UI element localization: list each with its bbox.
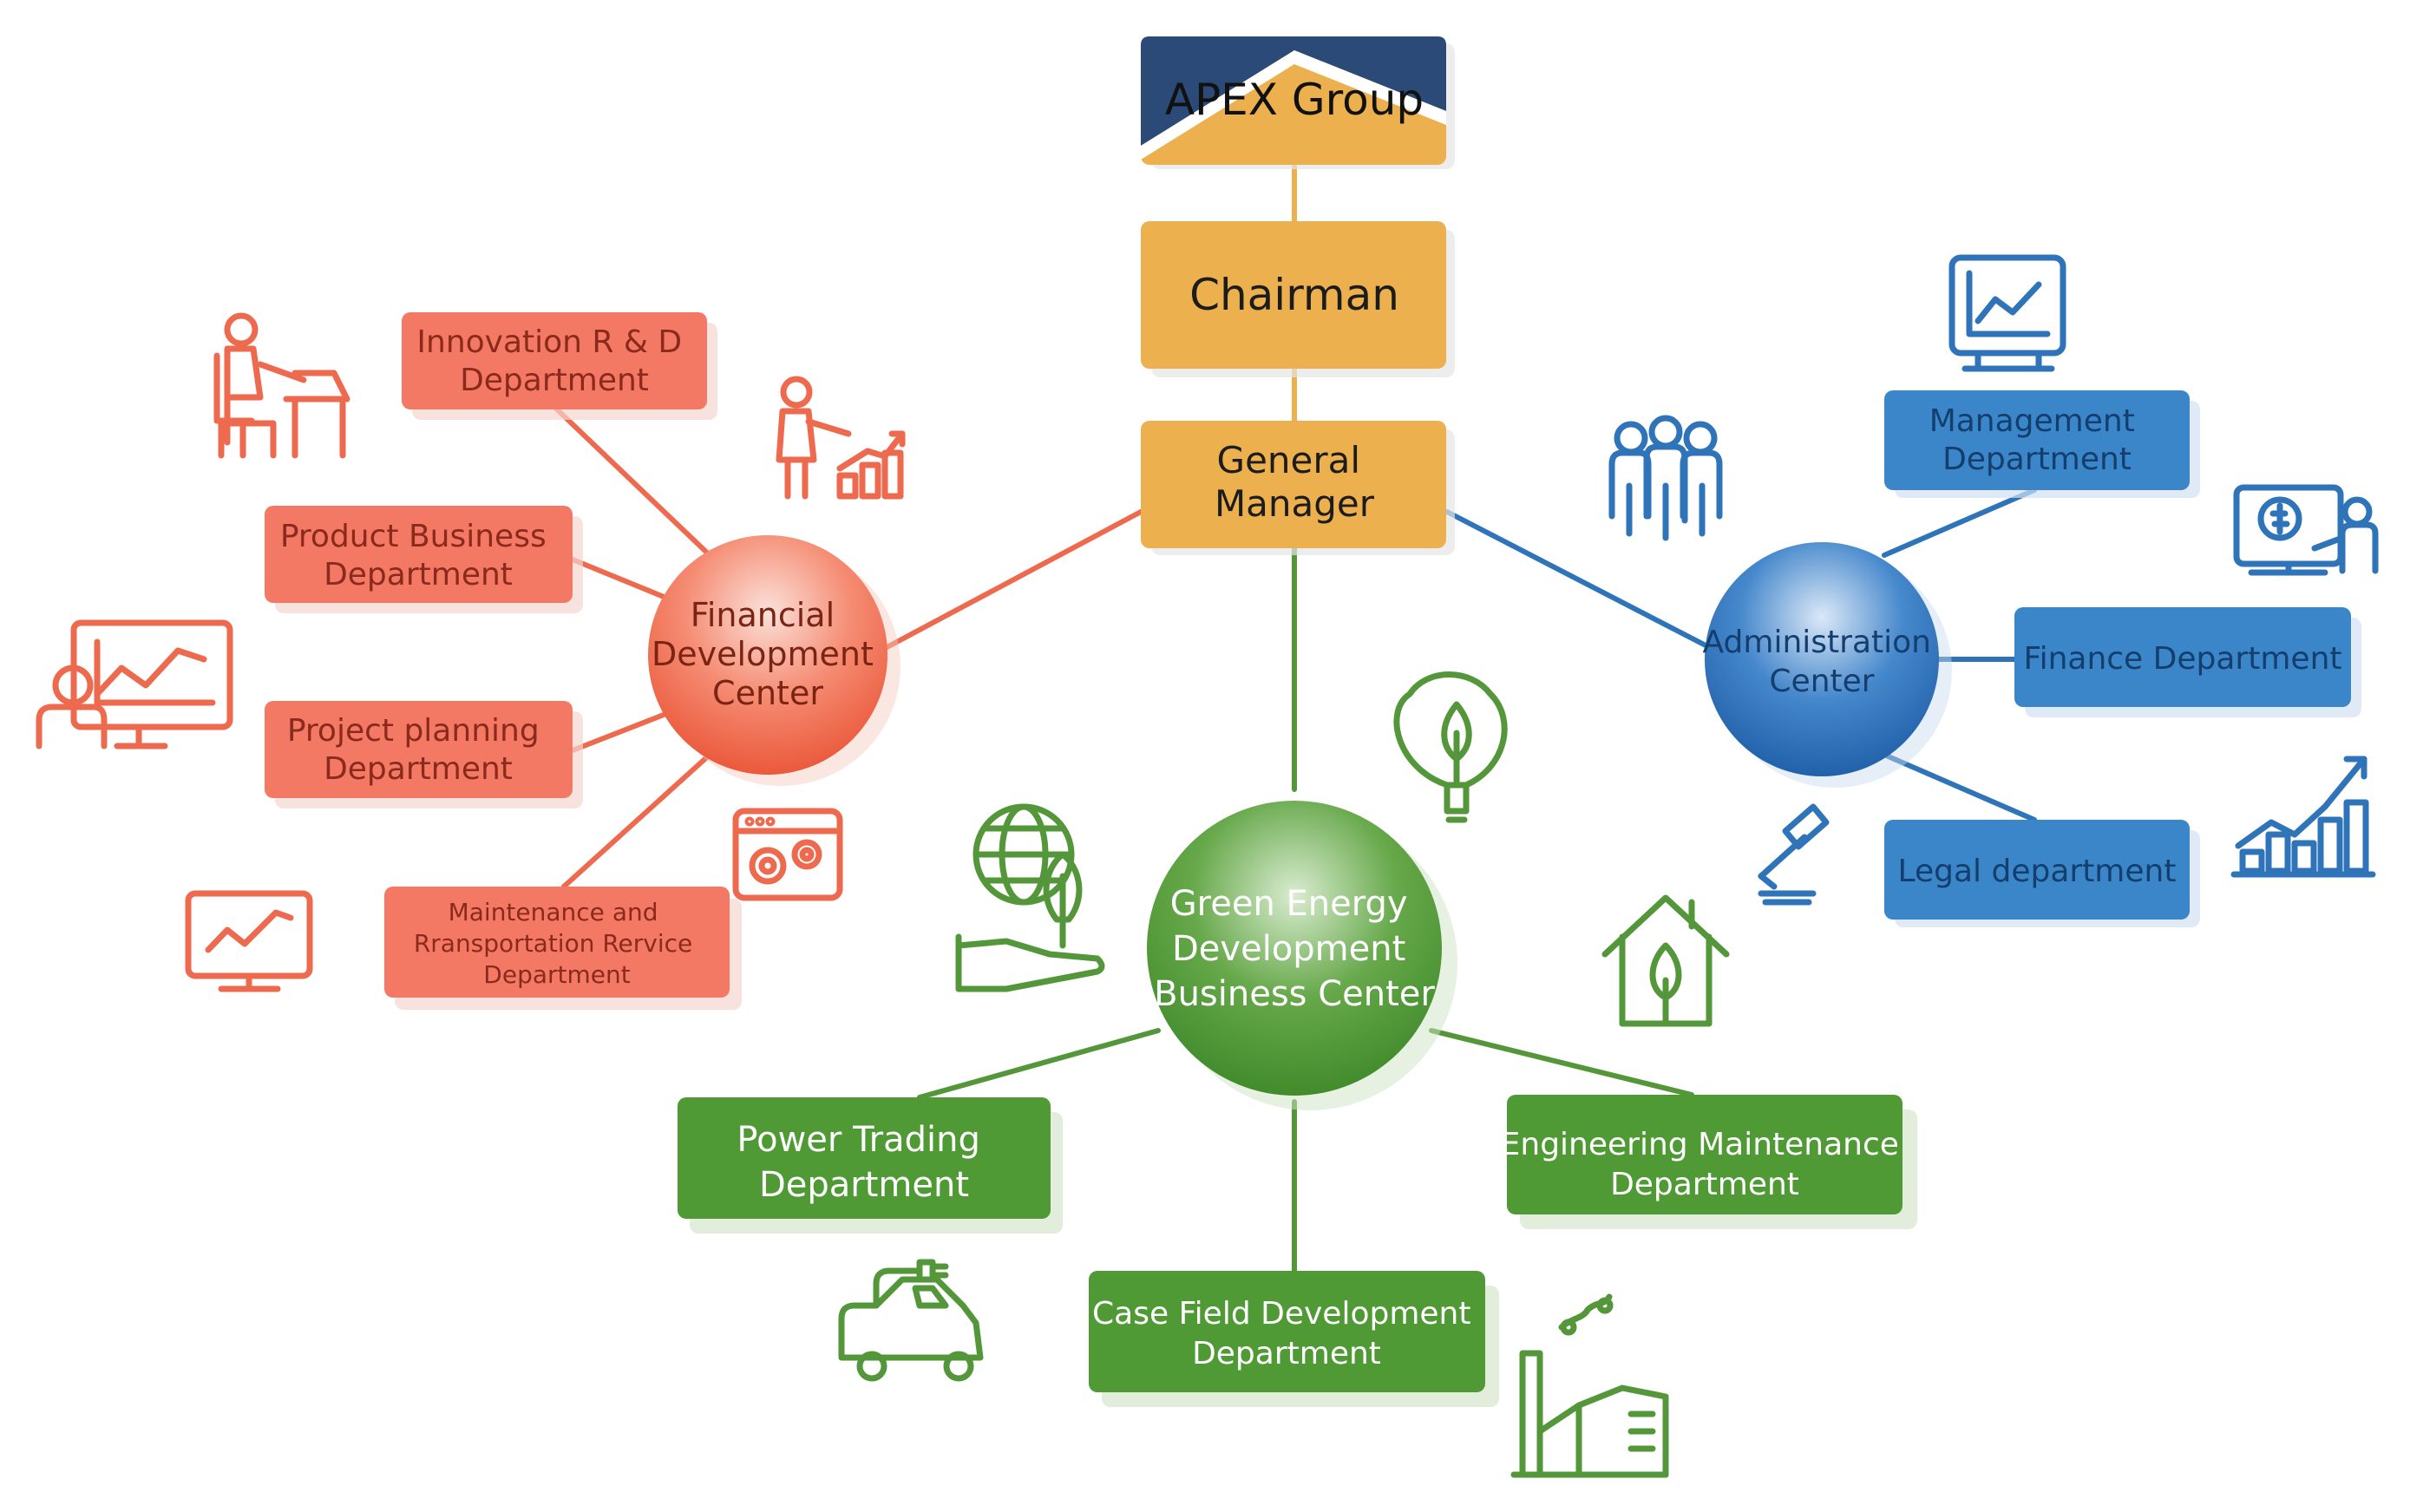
svg-text:Power Trading Department: Power Trading Department [737,1120,991,1205]
factory-icon [1510,1293,1669,1478]
svg-text:Project planning Departm: Project planning Department [287,713,549,787]
svg-text:Maintenance and Rranspor: Maintenance and Rransportation Rervice D… [414,898,700,989]
svg-text:Finance Department: Finance Department [2023,641,2341,677]
connector-green-engineering [1429,1028,1694,1097]
electric-car-icon [838,1259,984,1382]
general-manager-box: General Manager [1141,421,1455,555]
connector-gm-financial [878,509,1143,653]
team-icon [1608,415,1723,541]
connector-fin-product [570,557,671,601]
administration-center-circle: Administration Center [1703,542,1952,788]
administration-center-label: Administration Center [1703,625,1942,699]
globe-hand-icon [955,803,1105,992]
legal-department: Legal department [1884,820,2200,927]
connector-admin-legal [1882,752,2037,822]
finance-department: Finance Department [2014,607,2361,717]
product-business-department: Product Business Department [265,506,583,613]
power-trading-department: Power Trading Department [678,1097,1063,1234]
svg-text:Case Field Development D: Case Field Development Department [1092,1296,1481,1371]
presentation-board-icon [36,619,233,749]
gears-window-icon [732,808,843,901]
connector-admin-management [1882,488,2037,558]
gavel-icon [1758,803,1830,906]
engineering-maintenance-department: Engineering Maintenance Department [1501,1095,1917,1229]
financial-center-label: Financial Development Center [652,596,884,712]
svg-text:Product Business Departm: Product Business Department [280,519,556,592]
connectors [553,162,2037,1273]
board-chart-icon [1948,254,2066,372]
financial-center-circle: Financial Development Center [648,535,900,786]
connector-green-power [917,1028,1161,1100]
green-house-icon [1601,894,1730,1027]
svg-text:Management Department: Management Department [1929,403,2145,477]
chairman-box: Chairman [1141,221,1455,377]
svg-text:Engineering Maintenance: Engineering Maintenance Department [1501,1127,1909,1202]
case-field-development-department: Case Field Development Department [1089,1271,1499,1407]
connector-fin-planning [570,710,671,753]
svg-text:Innovation R & D Departm: Innovation R & D Department [416,324,691,398]
eco-bulb-icon [1393,671,1508,823]
money-screen-icon [2233,484,2379,576]
bar-growth-icon [2230,756,2376,878]
green-energy-center-circle: Green Energy Development Business Center [1147,801,1457,1110]
person-at-desk-icon [213,312,350,459]
chairman-label: Chairman [1189,270,1399,320]
management-department: Management Department [1884,390,2200,498]
svg-text:Legal department: Legal department [1898,854,2177,889]
brand-name: APEX Group [1165,75,1424,125]
brand-box: APEX Group [1141,36,1455,169]
maintenance-transportation-department: Maintenance and Rransportation Rervice D… [384,887,742,1010]
presenter-growth-icon [776,376,906,500]
connector-fin-maintenance [561,752,712,889]
general-manager-label: General Manager [1215,439,1375,525]
connector-fin-innovation [553,405,712,558]
green-energy-center-label: Green Energy Development Business Center [1154,884,1435,1014]
connector-gm-admin [1444,509,1710,649]
innovation-rd-department: Innovation R & D Department [402,312,717,420]
project-planning-department: Project planning Department [265,701,583,808]
monitor-chart-icon [185,890,313,992]
